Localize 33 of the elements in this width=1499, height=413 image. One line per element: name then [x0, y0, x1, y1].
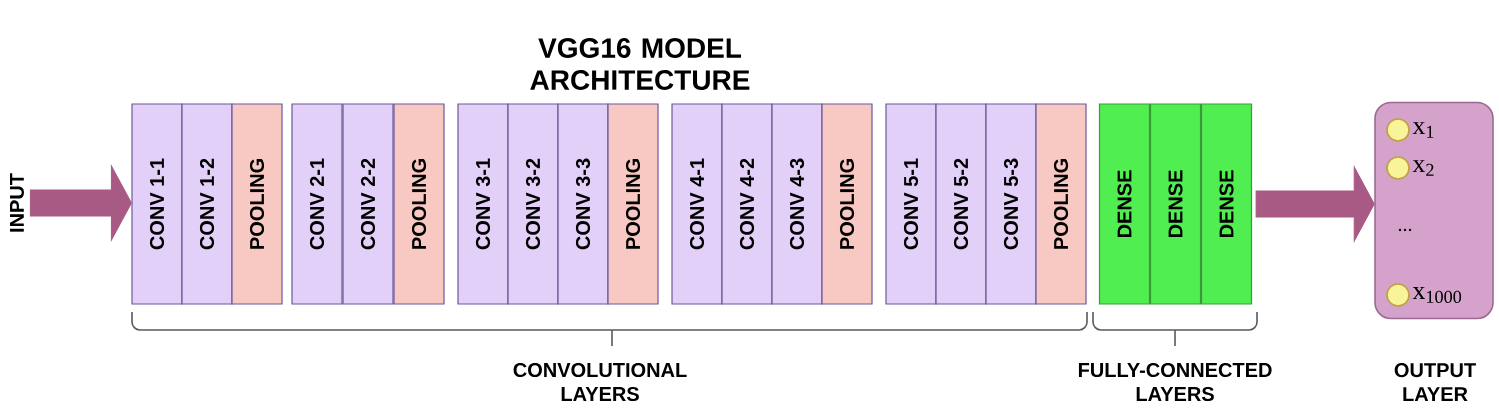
conv-layer-cell: CONV 2-1 [291, 103, 343, 305]
conv-layer-cell: CONV 3-1 [457, 103, 509, 305]
output-layer-caption: OUTPUT LAYER [1394, 363, 1476, 401]
conv-layer-cell: CONV 3-3 [557, 103, 609, 305]
conv-layer-cell: CONV 4-1 [671, 103, 723, 305]
dense-layer-cell: DENSE [1200, 103, 1253, 305]
arrow [29, 165, 132, 241]
dense-layer-cell: DENSE [1098, 103, 1151, 305]
conv-layer-cell: CONV 2-2 [342, 103, 394, 305]
pooling-layer-cell: POOLING [1035, 103, 1087, 305]
dense-layer-cell: DENSE [1149, 103, 1202, 305]
output-label: x$_{1000}$ [1412, 287, 1462, 303]
output-label: x$_{1}$ [1412, 122, 1434, 138]
title: VGG16 MODEL ARCHITECTURE [530, 38, 750, 90]
pooling-layer-cell: POOLING [821, 103, 873, 305]
output-label: x$_{2}$ [1412, 160, 1434, 176]
conv-layer-cell: CONV 5-1 [885, 103, 937, 305]
conv-layer-cell: CONV 4-3 [771, 103, 823, 305]
section-label: FULLY-CONNECTED LAYERS [1078, 362, 1272, 402]
ellipsis: ... [1398, 228, 1412, 232]
conv-layer-cell: CONV 4-2 [721, 103, 773, 305]
input-label: INPUT [10, 173, 24, 232]
arrow [1255, 166, 1375, 242]
pooling-layer-cell: POOLING [607, 103, 659, 305]
conv-layer-cell: CONV 1-1 [131, 103, 183, 305]
pooling-layer-cell: POOLING [231, 103, 283, 305]
conv-layer-cell: CONV 5-3 [985, 103, 1037, 305]
output-layer-box [1374, 101, 1494, 320]
conv-layer-cell: CONV 3-2 [507, 103, 559, 305]
conv-layer-cell: CONV 5-2 [935, 103, 987, 305]
section-label: CONVOLUTIONAL LAYERS [513, 362, 687, 402]
pooling-layer-cell: POOLING [393, 103, 445, 305]
conv-layer-cell: CONV 1-2 [181, 103, 233, 305]
